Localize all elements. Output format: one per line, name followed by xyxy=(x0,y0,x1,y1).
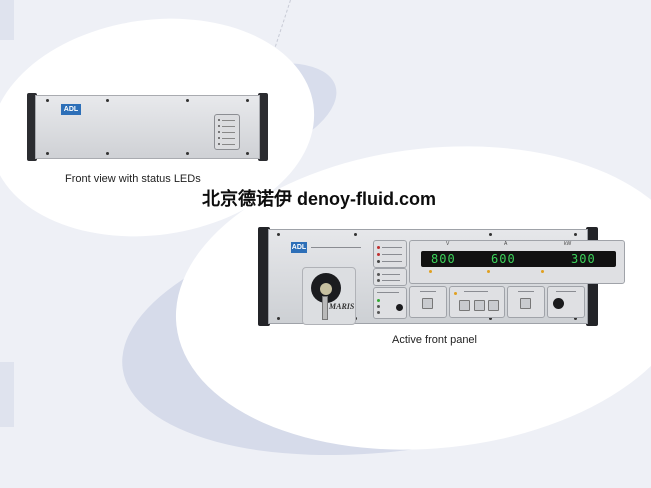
rack-ear-left xyxy=(258,227,270,326)
power-readout: 300 xyxy=(571,252,596,266)
screw xyxy=(46,152,49,155)
status-led-red xyxy=(377,253,380,256)
model-name: MARIS xyxy=(329,302,355,311)
mode-led xyxy=(377,279,380,282)
key-switch-housing xyxy=(302,267,356,325)
led-label-line xyxy=(382,280,400,281)
key-cylinder xyxy=(320,283,332,295)
status-led-red xyxy=(377,246,380,249)
control-led xyxy=(454,292,457,295)
model-label-line xyxy=(311,247,361,248)
status-led xyxy=(218,137,220,139)
screw xyxy=(246,152,249,155)
limit-led-voltage xyxy=(429,270,432,273)
screw xyxy=(489,233,492,236)
control-button[interactable] xyxy=(474,300,485,311)
unit-label-current: A xyxy=(504,241,508,247)
screw xyxy=(106,152,109,155)
led-label-line xyxy=(382,261,402,262)
led-label-line xyxy=(382,274,400,275)
control-button[interactable] xyxy=(422,298,433,309)
screw xyxy=(186,99,189,102)
remote-led xyxy=(377,311,380,314)
control-button[interactable] xyxy=(520,298,531,309)
remote-button[interactable] xyxy=(396,304,403,311)
left-edge-band xyxy=(0,0,14,40)
voltage-readout: 800 xyxy=(431,252,456,266)
led-label-line xyxy=(222,120,235,121)
emergency-stop-button[interactable] xyxy=(553,298,564,309)
status-led xyxy=(218,143,220,145)
status-led xyxy=(218,131,220,133)
led-label-line xyxy=(222,126,235,127)
caption-active-panel: Active front panel xyxy=(392,334,477,346)
adl-logo: ADL xyxy=(291,242,307,253)
screw xyxy=(354,233,357,236)
led-label-line xyxy=(382,247,402,248)
panel-label-line xyxy=(464,291,488,292)
screw xyxy=(106,99,109,102)
control-button[interactable] xyxy=(488,300,499,311)
limit-led-current xyxy=(487,270,490,273)
control-button[interactable] xyxy=(459,300,470,311)
remote-led xyxy=(377,305,380,308)
limit-led-power xyxy=(541,270,544,273)
led-label-line xyxy=(222,138,235,139)
panel-label-line xyxy=(518,291,534,292)
screw xyxy=(574,317,577,320)
led-label-line xyxy=(222,144,235,145)
status-led xyxy=(218,125,220,127)
status-led xyxy=(377,260,380,263)
panel-label-line xyxy=(420,291,436,292)
status-indicator-panel xyxy=(373,240,407,268)
left-edge-band-lower xyxy=(0,362,14,427)
unit-label-power: kW xyxy=(564,241,572,247)
unit-label-voltage: V xyxy=(446,241,450,247)
key-icon[interactable] xyxy=(322,296,328,320)
screw xyxy=(186,152,189,155)
led-label-line xyxy=(222,132,235,133)
watermark-text: 北京德诺伊 denoy-fluid.com xyxy=(202,189,436,209)
panel-label-line xyxy=(556,291,576,292)
control-panel-2 xyxy=(449,286,505,318)
mode-led xyxy=(377,273,380,276)
control-panel-3 xyxy=(507,286,545,318)
screw xyxy=(574,233,577,236)
screw xyxy=(277,317,280,320)
status-led-panel xyxy=(214,114,240,150)
power-supply-active-panel: ADL MARIS V A kW xyxy=(258,227,625,326)
adl-logo: ADL xyxy=(61,104,81,115)
remote-control-panel xyxy=(373,287,407,319)
power-supply-front-view: ADL xyxy=(27,93,268,161)
rack-ear-left xyxy=(27,93,37,161)
status-led xyxy=(218,119,220,121)
current-readout: 600 xyxy=(491,252,516,266)
led-display: 800 600 300 xyxy=(421,251,616,267)
remote-led xyxy=(377,299,380,302)
screw xyxy=(46,99,49,102)
screw xyxy=(277,233,280,236)
rack-ear-right xyxy=(258,93,268,161)
caption-front-view: Front view with status LEDs xyxy=(65,173,201,185)
panel-label-line xyxy=(377,292,399,293)
front-plate: ADL MARIS V A kW xyxy=(268,229,625,325)
mode-indicator-panel xyxy=(373,268,407,286)
control-panel-1 xyxy=(409,286,447,318)
screw xyxy=(246,99,249,102)
led-label-line xyxy=(382,254,402,255)
front-plate: ADL xyxy=(35,95,260,159)
screw xyxy=(489,317,492,320)
